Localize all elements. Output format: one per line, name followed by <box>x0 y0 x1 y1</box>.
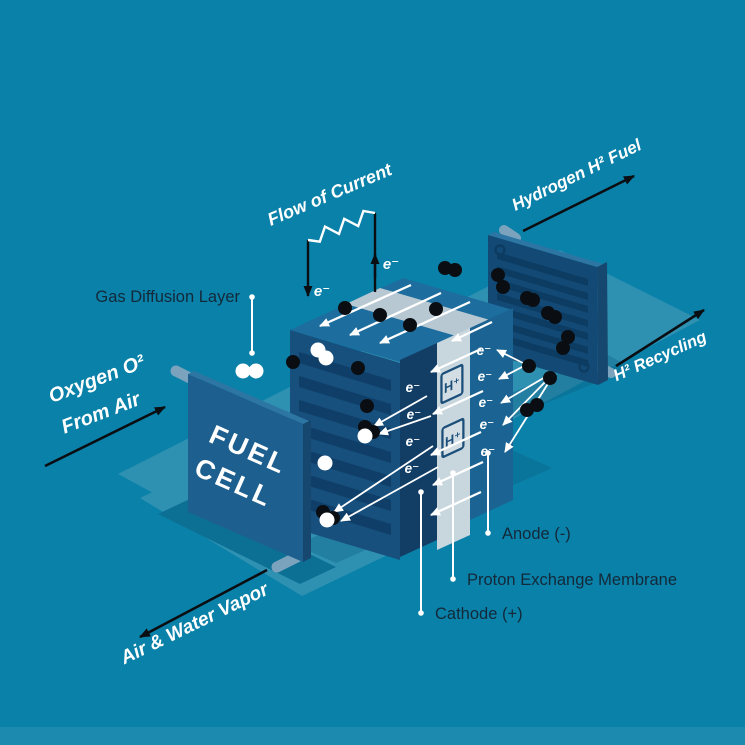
electron-arrows-anode <box>496 349 550 453</box>
electron-label: e⁻ <box>405 461 420 476</box>
molecules <box>235 261 575 528</box>
anode-face <box>470 308 513 520</box>
electron-label: e⁻ <box>479 395 494 410</box>
electron-labels: e⁻ e⁻ e⁻ e⁻ e⁻ e⁻ e⁻ e⁻ e⁻ <box>405 343 496 476</box>
hydrogen-molecules <box>286 261 575 525</box>
electron-label: e⁻ <box>478 369 493 384</box>
hydrogen-fuel-arrow <box>522 174 635 233</box>
end-plate-top <box>188 371 309 424</box>
bolt-hole-icon <box>578 361 590 373</box>
electron-label: e⁻ <box>407 407 422 422</box>
h2-recycling-arrow <box>615 308 705 368</box>
electron-arrows-cathode <box>333 395 439 522</box>
anode-label: Anode (-) <box>502 525 571 543</box>
callout-proton-exchange-membrane: Proton Exchange Membrane <box>450 470 677 589</box>
end-plate-peg-bottom <box>271 551 303 573</box>
hydrogen-plate-top <box>488 232 603 267</box>
proton-flow-arrows-membrane <box>430 347 484 517</box>
end-plate-side <box>303 420 311 562</box>
electron-label: e⁻ <box>480 417 495 432</box>
proton-exchange-membrane-label: Proton Exchange Membrane <box>467 571 677 589</box>
end-plate-face <box>188 374 303 562</box>
proton-label: H⁺ <box>444 373 460 396</box>
cathode-front-face <box>400 343 437 557</box>
callout-gas-diffusion-layer: Gas Diffusion Layer <box>95 288 255 356</box>
plate-peg-top <box>499 225 521 243</box>
proton-box: H⁺ <box>440 363 464 404</box>
bolt-hole-icon <box>494 244 506 256</box>
membrane-top-band <box>346 288 490 336</box>
callout-anode: Anode (-) <box>485 450 571 543</box>
electron-label: e⁻ <box>314 283 330 300</box>
cathode-label: Cathode (+) <box>435 605 523 623</box>
oxygen-molecules <box>235 342 373 528</box>
background-bottom-strip <box>0 727 745 745</box>
hydrogen-plate-side <box>597 262 608 385</box>
external-circuit: e⁻ e⁻ <box>303 209 399 300</box>
air-water-vapor-arrow <box>139 568 268 639</box>
fuel-cell-end-plate: FUEL CELL <box>170 365 311 573</box>
resistor-icon <box>307 209 376 244</box>
proton-flow-arrows-top <box>319 283 493 345</box>
proton-label: H⁺ <box>445 427 461 450</box>
callout-cathode: Cathode (+) <box>418 489 523 623</box>
electron-label: e⁻ <box>383 256 399 273</box>
electron-label: e⁻ <box>406 434 421 449</box>
oxygen-from-air-arrow <box>44 405 166 468</box>
electron-label: e⁻ <box>477 343 492 358</box>
electron-label: e⁻ <box>406 380 421 395</box>
gas-diffusion-layer-label: Gas Diffusion Layer <box>95 288 240 306</box>
callouts: Gas Diffusion Layer Anode (-) Proton Exc… <box>95 288 677 623</box>
